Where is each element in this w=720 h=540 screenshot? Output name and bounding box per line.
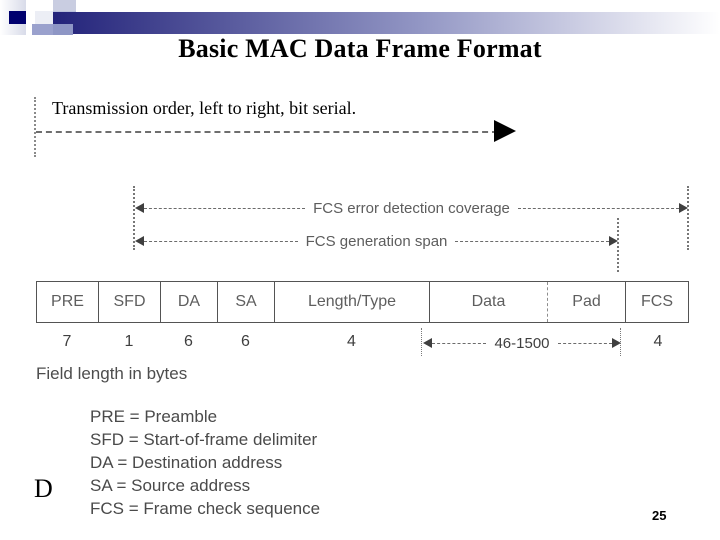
transmission-arrow-head-icon — [494, 120, 516, 142]
fcs-span-left-guide — [133, 186, 135, 250]
fcs-generation-span: FCS generation span — [135, 232, 619, 250]
arrow-right-icon — [609, 236, 619, 246]
legend-item-sa: SA = Source address — [90, 476, 251, 495]
frame-field-fcs[interactable]: FCS — [641, 293, 673, 310]
decoration-svg — [0, 0, 720, 37]
field-length-sa: 6 — [241, 333, 250, 350]
field-length-row: 7 1 6 6 4 4 — [36, 333, 689, 357]
transmission-guide-line — [34, 97, 36, 157]
frame-field-data[interactable]: Data — [430, 282, 548, 322]
variable-span-label: 46-1500 — [494, 334, 550, 352]
arrow-right-icon — [679, 203, 689, 213]
legend-item-da: DA = Destination address — [90, 453, 283, 472]
page-title: Basic MAC Data Frame Format — [178, 34, 542, 63]
field-length-sfd: 1 — [124, 333, 134, 350]
frame-field-row: PRE SFD DA SA Length/Type Data Pad FCS — [36, 281, 689, 323]
arrow-right-icon — [612, 338, 621, 348]
span-line — [432, 342, 487, 344]
stray-glyph: D — [34, 474, 53, 503]
field-length-fcs: 4 — [653, 333, 663, 350]
arrow-left-icon — [423, 338, 432, 348]
transmission-order-note: Transmission order, left to right, bit s… — [52, 98, 357, 118]
frame-field-pre[interactable]: PRE — [37, 282, 99, 322]
field-length-caption: Field length in bytes — [36, 364, 188, 383]
span-line — [144, 207, 306, 209]
frame-field-sa[interactable]: SA — [218, 282, 275, 322]
span-line — [557, 342, 612, 344]
legend-item-pre: PRE = Preamble — [90, 407, 218, 426]
fcs-coverage-right-guide — [687, 186, 689, 250]
field-length-da: 6 — [184, 333, 193, 350]
legend-item-sfd: SFD = Start-of-frame delimiter — [90, 430, 318, 449]
fcs-error-detection-coverage-span: FCS error detection coverage — [135, 199, 689, 217]
variable-data-length-span: 46-1500 — [423, 334, 621, 352]
field-length-length-type: 4 — [347, 333, 356, 350]
arrow-left-icon — [135, 203, 144, 213]
field-length-pre: 7 — [62, 333, 72, 350]
frame-field-da[interactable]: DA — [161, 282, 218, 322]
span-label: FCS error detection coverage — [313, 199, 510, 217]
page-number: 25 — [652, 508, 667, 523]
arrow-left-icon — [135, 236, 144, 246]
frame-field-pad[interactable]: Pad — [548, 282, 626, 322]
variable-span-left-guide — [421, 328, 422, 356]
frame-field-sfd[interactable]: SFD — [99, 282, 161, 322]
legend-item-fcs: FCS = Frame check sequence — [90, 499, 321, 518]
span-line — [455, 240, 610, 242]
span-line — [517, 207, 680, 209]
abbreviation-legend: PRE = Preamble SFD = Start-of-frame deli… — [90, 405, 320, 520]
frame-field-length-type[interactable]: Length/Type — [275, 282, 430, 322]
span-line — [144, 240, 298, 242]
slide-decoration-banner — [0, 0, 720, 37]
transmission-arrow-line — [36, 131, 498, 133]
span-label: FCS generation span — [305, 232, 448, 250]
